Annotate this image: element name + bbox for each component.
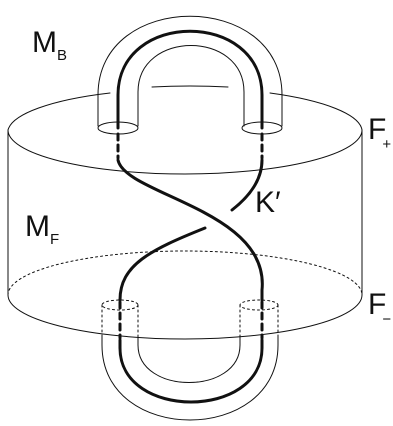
lower-handle: [101, 299, 279, 421]
upper-handle: [97, 15, 283, 135]
bottom-ellipse-back: [7, 250, 363, 296]
label-mb: MB: [32, 26, 67, 64]
bottom-ellipse-front: [7, 294, 363, 340]
label-mf: MF: [25, 210, 59, 248]
label-fplus: F+: [368, 113, 393, 153]
knot: [116, 132, 264, 404]
label-mb-main: M: [32, 26, 57, 59]
top-ellipse-front: [7, 129, 363, 175]
knot-strand-under-top: [230, 158, 264, 212]
label-fminus-sub: −: [382, 311, 392, 328]
label-mf-sub: F: [50, 231, 60, 248]
upper-knot-arc: [116, 29, 264, 130]
knot-strand-over: [116, 158, 264, 302]
top-ellipse-back-middle: [151, 85, 229, 88]
lower-handle-inner: [137, 334, 241, 383]
label-mb-sub: B: [57, 47, 68, 64]
lower-left-foot: [101, 299, 139, 311]
knot-strand-under-bottom: [118, 226, 207, 302]
label-mf-main: M: [25, 210, 50, 243]
cylinder: [7, 85, 363, 340]
lower-handle-outer: [101, 334, 279, 421]
lower-right-foot: [239, 299, 279, 311]
upper-handle-outer: [97, 15, 283, 127]
top-ellipse-back-left: [7, 92, 111, 131]
label-fplus-sub: +: [382, 136, 392, 153]
lower-knot-arc: [118, 338, 264, 404]
label-fplus-main: F: [368, 113, 387, 146]
upper-handle-inner: [137, 45, 245, 127]
label-fminus: F−: [368, 288, 393, 328]
label-fminus-main: F: [368, 288, 387, 321]
top-ellipse-back-right: [269, 92, 363, 131]
label-knot: K′: [255, 186, 281, 219]
